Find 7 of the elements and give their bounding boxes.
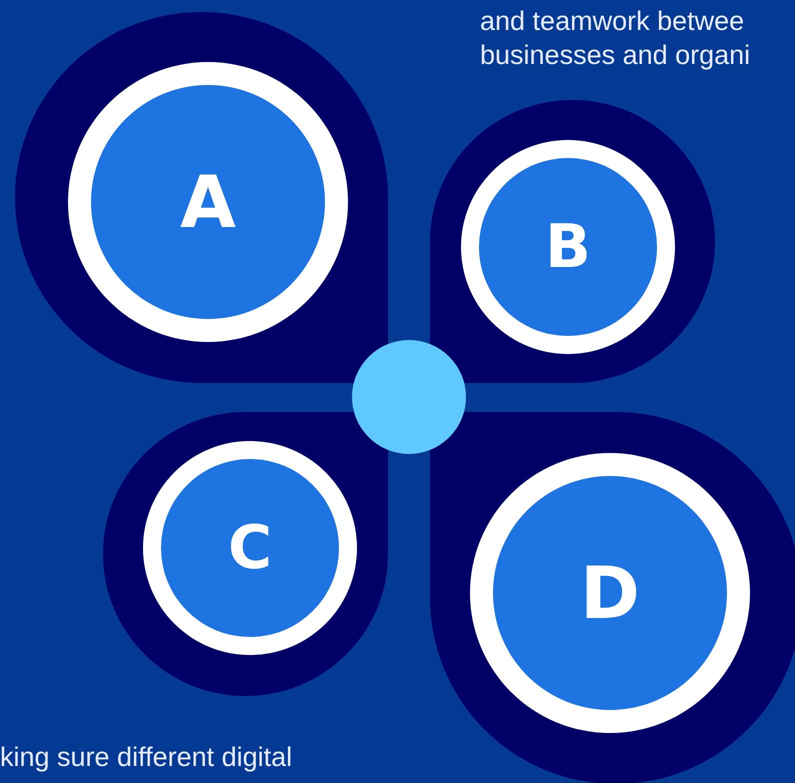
paragraph-text: king sure different digital (0, 741, 294, 774)
petal-shape (430, 412, 795, 783)
paragraph-text: and teamwork betwee businesses and organi (480, 5, 752, 72)
circle-letter: A (180, 160, 236, 244)
circle-letter: C (228, 513, 272, 583)
circle-letter: D (580, 551, 640, 635)
circle-letter: B (545, 212, 591, 282)
